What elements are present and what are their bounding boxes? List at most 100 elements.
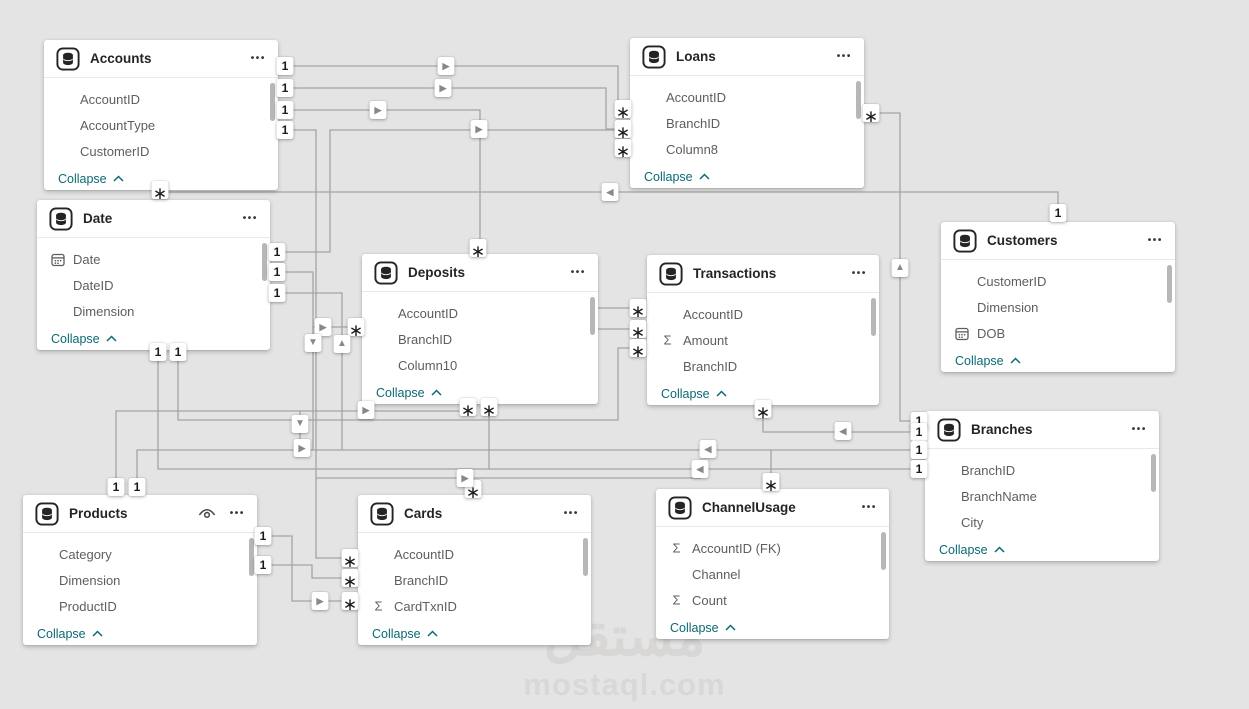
more-options-button[interactable]: ••• xyxy=(861,501,877,513)
scrollbar-thumb[interactable] xyxy=(249,538,254,576)
cardinality-many-marker[interactable]: ∗ xyxy=(347,318,365,339)
field-row-customerid[interactable]: CustomerID xyxy=(44,138,278,164)
cardinality-one-marker[interactable]: 1 xyxy=(268,263,286,281)
table-card-header[interactable]: Branches ••• xyxy=(925,411,1159,449)
cardinality-one-marker[interactable]: 1 xyxy=(268,243,286,261)
relationship-arrow-right-icon[interactable]: ▶ xyxy=(357,401,375,419)
cardinality-one-marker[interactable]: 1 xyxy=(910,423,928,441)
cardinality-many-marker[interactable]: ∗ xyxy=(614,139,632,160)
table-card-header[interactable]: Date ••• xyxy=(37,200,270,238)
field-row-dimension[interactable]: Dimension xyxy=(23,567,257,593)
more-options-button[interactable]: ••• xyxy=(250,52,266,64)
relationship-line[interactable] xyxy=(263,535,350,602)
cardinality-many-marker[interactable]: ∗ xyxy=(614,100,632,121)
cardinality-one-marker[interactable]: 1 xyxy=(276,57,294,75)
field-row-dimension[interactable]: Dimension xyxy=(37,298,270,324)
cardinality-one-marker[interactable]: 1 xyxy=(169,343,187,361)
field-row-accounttype[interactable]: AccountType xyxy=(44,112,278,138)
relationship-line[interactable] xyxy=(263,564,350,579)
cardinality-many-marker[interactable]: ∗ xyxy=(762,473,780,494)
cardinality-one-marker[interactable]: 1 xyxy=(276,121,294,139)
field-row-accountid[interactable]: AccountID xyxy=(630,84,864,110)
relationship-line[interactable] xyxy=(115,410,468,487)
relationship-arrow-left-icon[interactable]: ◀ xyxy=(691,460,709,478)
collapse-button[interactable]: Collapse xyxy=(656,617,889,639)
field-row-column8[interactable]: Column8 xyxy=(630,136,864,162)
cardinality-many-marker[interactable]: ∗ xyxy=(469,239,487,260)
relationship-arrow-right-icon[interactable]: ▶ xyxy=(314,318,332,336)
cardinality-many-marker[interactable]: ∗ xyxy=(614,120,632,141)
relationship-line[interactable] xyxy=(177,347,638,421)
field-row-dimension[interactable]: Dimension xyxy=(941,294,1175,320)
relationship-arrow-down-icon[interactable]: ▼ xyxy=(291,415,309,433)
field-row-dob[interactable]: DOB xyxy=(941,320,1175,346)
field-row-accountid[interactable]: AccountID xyxy=(362,300,598,326)
table-card-header[interactable]: Cards ••• xyxy=(358,495,591,533)
collapse-button[interactable]: Collapse xyxy=(23,623,257,645)
field-row-customerid[interactable]: CustomerID xyxy=(941,268,1175,294)
table-card-header[interactable]: Products ••• xyxy=(23,495,257,533)
cardinality-many-marker[interactable]: ∗ xyxy=(341,569,359,590)
relationship-line[interactable] xyxy=(277,129,623,253)
cardinality-many-marker[interactable]: ∗ xyxy=(151,181,169,202)
more-options-button[interactable]: ••• xyxy=(1147,234,1163,246)
collapse-button[interactable]: Collapse xyxy=(362,382,598,404)
relationship-arrow-right-icon[interactable]: ▶ xyxy=(369,101,387,119)
collapse-button[interactable]: Collapse xyxy=(358,623,591,645)
collapse-button[interactable]: Collapse xyxy=(941,350,1175,372)
field-row-branchname[interactable]: BranchName xyxy=(925,483,1159,509)
cardinality-one-marker[interactable]: 1 xyxy=(254,527,272,545)
more-options-button[interactable]: ••• xyxy=(1131,423,1147,435)
field-row-accountid[interactable]: AccountID xyxy=(358,541,591,567)
relationship-arrow-left-icon[interactable]: ◀ xyxy=(699,440,717,458)
scrollbar-thumb[interactable] xyxy=(881,532,886,570)
scrollbar-thumb[interactable] xyxy=(1151,454,1156,492)
relationship-arrow-right-icon[interactable]: ▶ xyxy=(293,439,311,457)
field-row-column10[interactable]: Column10 xyxy=(362,352,598,378)
collapse-button[interactable]: Collapse xyxy=(44,168,278,190)
field-row-date[interactable]: Date xyxy=(37,246,270,272)
cardinality-many-marker[interactable]: ∗ xyxy=(480,398,498,419)
cardinality-one-marker[interactable]: 1 xyxy=(276,101,294,119)
more-options-button[interactable]: ••• xyxy=(836,50,852,62)
field-row-productid[interactable]: ProductID xyxy=(23,593,257,619)
scrollbar-thumb[interactable] xyxy=(583,538,588,576)
table-card-header[interactable]: ChannelUsage ••• xyxy=(656,489,889,527)
collapse-button[interactable]: Collapse xyxy=(37,328,270,350)
field-row-branchid[interactable]: BranchID xyxy=(362,326,598,352)
scrollbar-thumb[interactable] xyxy=(871,298,876,336)
table-card-header[interactable]: Accounts ••• xyxy=(44,40,278,78)
relationship-line[interactable] xyxy=(316,469,701,479)
field-row-branchid[interactable]: BranchID xyxy=(647,353,879,379)
field-row-accountid[interactable]: AccountID xyxy=(647,301,879,327)
table-card-header[interactable]: Deposits ••• xyxy=(362,254,598,292)
cardinality-many-marker[interactable]: ∗ xyxy=(629,299,647,320)
cardinality-one-marker[interactable]: 1 xyxy=(128,478,146,496)
cardinality-many-marker[interactable]: ∗ xyxy=(459,398,477,419)
relationship-line[interactable] xyxy=(136,449,919,487)
collapse-button[interactable]: Collapse xyxy=(630,166,864,188)
cardinality-many-marker[interactable]: ∗ xyxy=(754,400,772,421)
scrollbar-thumb[interactable] xyxy=(262,243,267,281)
eye-icon[interactable] xyxy=(198,507,216,521)
table-card-header[interactable]: Loans ••• xyxy=(630,38,864,76)
collapse-button[interactable]: Collapse xyxy=(647,383,879,405)
cardinality-one-marker[interactable]: 1 xyxy=(107,478,125,496)
field-row-branchid[interactable]: BranchID xyxy=(358,567,591,593)
relationship-arrow-right-icon[interactable]: ▶ xyxy=(434,79,452,97)
scrollbar-thumb[interactable] xyxy=(590,297,595,335)
relationship-arrow-left-icon[interactable]: ◀ xyxy=(601,183,619,201)
relationship-line[interactable] xyxy=(277,292,343,450)
